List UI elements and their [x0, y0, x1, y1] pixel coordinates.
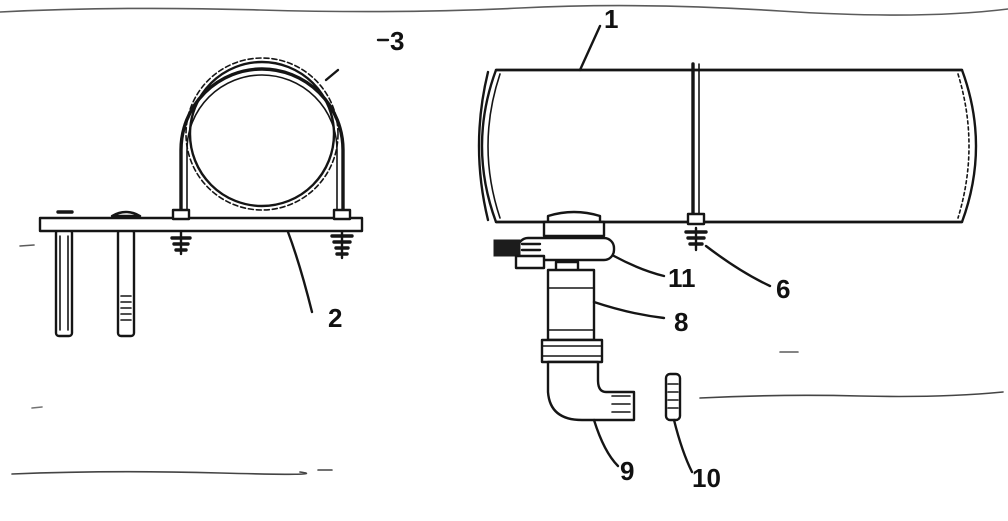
pipe-elbow: [546, 360, 636, 422]
callout-pipe: 8: [674, 307, 688, 337]
strap-nut-right: [330, 208, 354, 260]
tank-body: [477, 68, 978, 224]
strap-nut-left: [170, 208, 192, 256]
callout-strap: 3: [390, 26, 404, 56]
bracket-plate: [38, 210, 364, 233]
tank-end-view: [185, 57, 339, 211]
tank-band: [684, 62, 708, 252]
callout-elbow: 9: [620, 456, 634, 486]
callout-plug: 10: [692, 463, 721, 493]
pipe-clamp: [493, 236, 616, 276]
drain-plug: [664, 372, 682, 422]
leader-plug: [672, 418, 694, 474]
callout-clamp: 11: [668, 263, 696, 293]
leader-bracket: [286, 230, 314, 314]
callout-tank: 1: [604, 4, 618, 34]
mounting-bracket-assembly: [38, 38, 390, 338]
callout-bracket: 2: [328, 303, 342, 333]
drain-pipe: [540, 268, 604, 364]
leader-clamp: [612, 254, 666, 278]
leader-pipe: [592, 300, 666, 320]
callout-strap-nut: 6: [776, 274, 790, 304]
outlet-fitting: [542, 210, 606, 238]
mounting-stud-left: [54, 228, 74, 338]
callout-labels: 3 1 2 11 6 8 9 10: [328, 4, 790, 493]
leader-elbow: [592, 418, 620, 468]
tank-assembly: [477, 24, 978, 474]
leader-strap-nut: [704, 244, 772, 288]
scan-artifacts: [0, 4, 1008, 476]
tank-strap: [179, 67, 345, 220]
leader-tank: [578, 24, 602, 72]
mounting-stud-right: [116, 228, 136, 338]
